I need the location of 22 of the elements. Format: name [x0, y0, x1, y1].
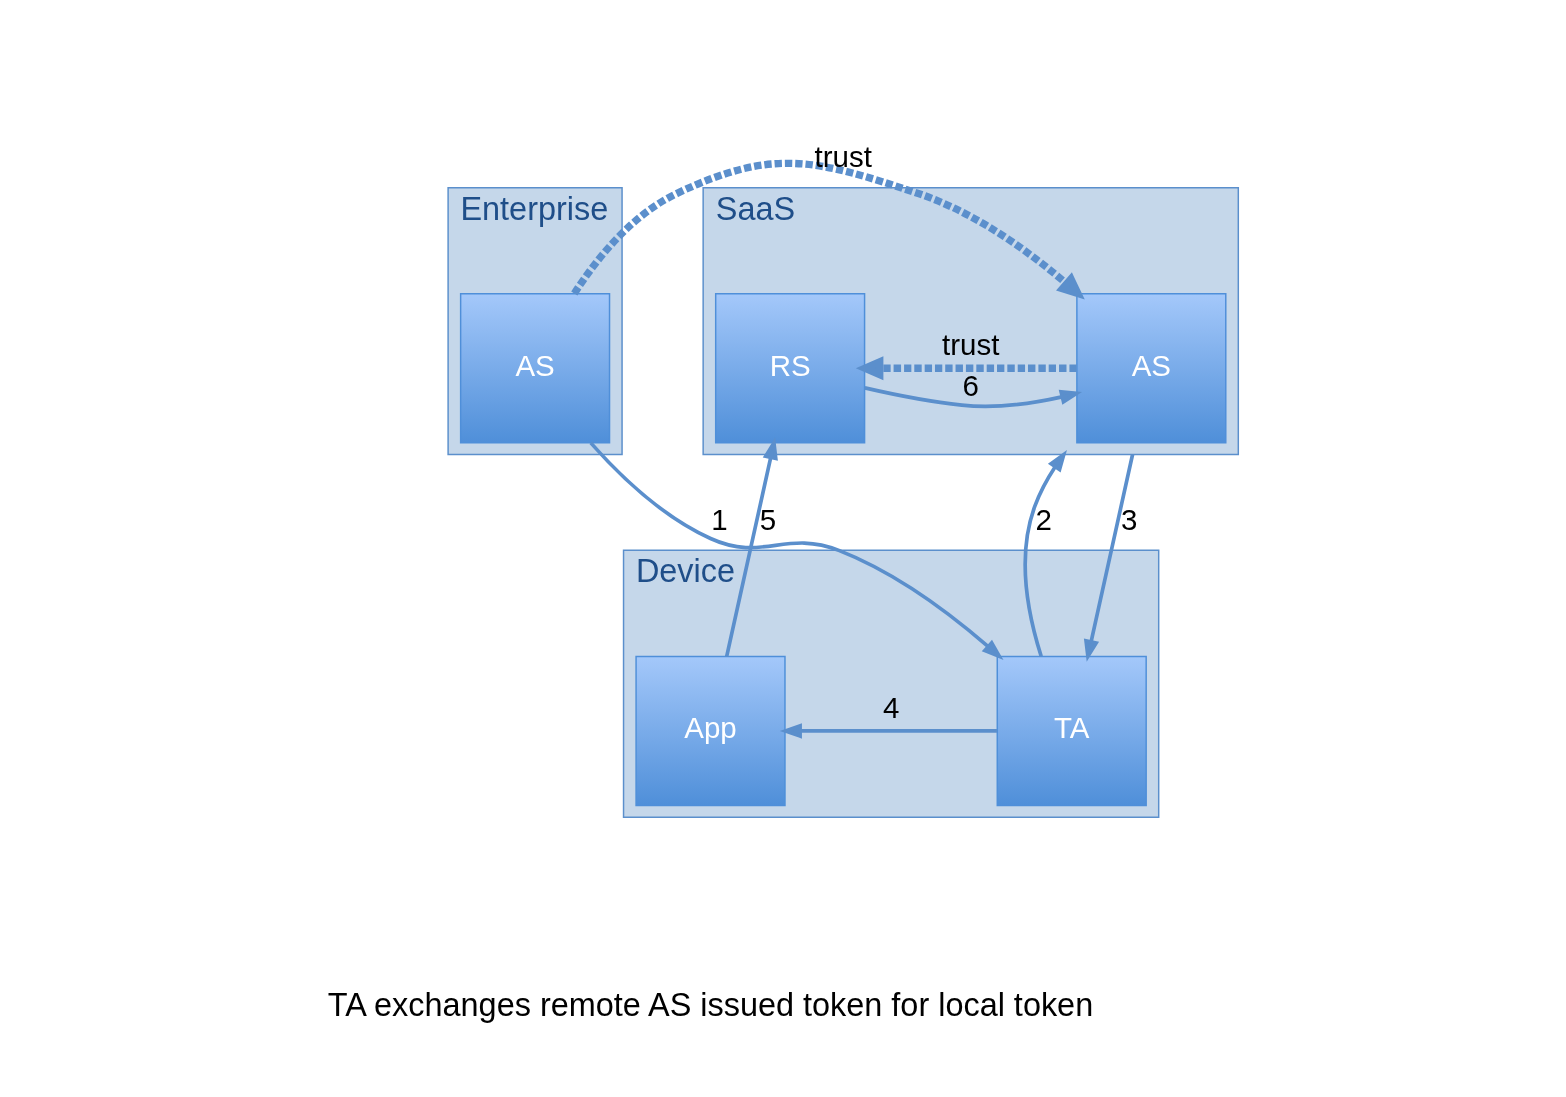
arrow: [863, 386, 1082, 409]
edge-label: 1: [710, 502, 728, 536]
edge-label: 4: [882, 690, 899, 724]
edge-label: 6: [962, 369, 979, 403]
arrow: [1083, 454, 1134, 662]
arrow: [724, 437, 778, 657]
arrow: [779, 723, 997, 739]
edge-label: trust: [941, 328, 999, 361]
node-box: AS: [1075, 293, 1226, 444]
node-box: App: [634, 655, 786, 807]
node-box: AS: [459, 293, 610, 444]
arrow: [588, 441, 1004, 661]
edge-label: trust: [814, 140, 872, 174]
arrow: [570, 159, 1085, 300]
edge-label: 2: [1035, 502, 1052, 536]
arrow: [855, 356, 1077, 381]
node-box: RS: [714, 293, 865, 444]
edge-label: 3: [1120, 502, 1137, 536]
label: TA exchanges remote AS issued token for local token: [327, 987, 1093, 1024]
node-box: TA: [996, 655, 1147, 807]
edge-label: 5: [759, 502, 776, 536]
arrow: [1023, 449, 1067, 657]
